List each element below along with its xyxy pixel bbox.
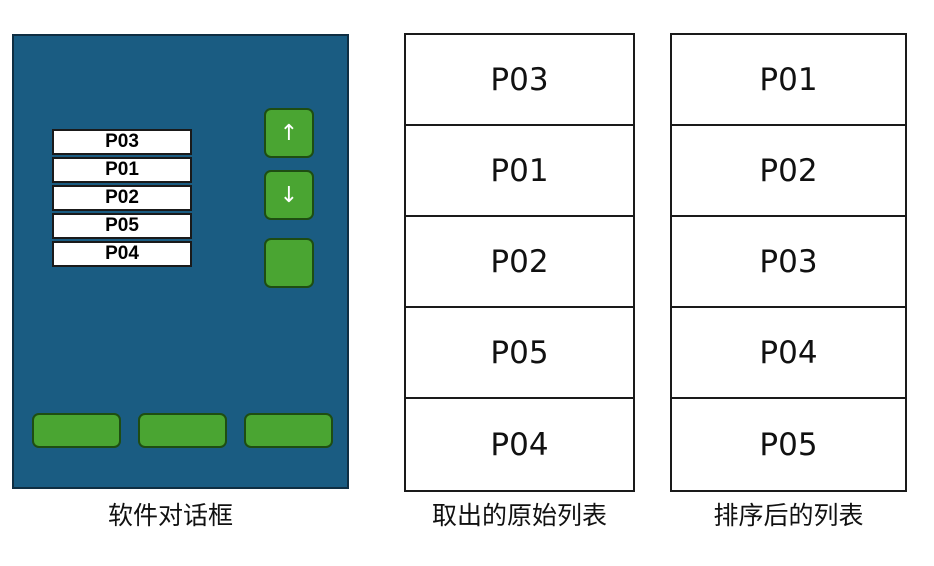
- original-list: P03 P01 P02 P05 P04: [404, 33, 635, 492]
- sorted-list-item: P04: [672, 308, 905, 399]
- move-down-button[interactable]: ↓: [264, 170, 314, 220]
- original-list-item: P04: [490, 426, 549, 463]
- sorted-list: P01 P02 P03 P04 P05: [670, 33, 907, 492]
- bottom-button-1[interactable]: [32, 413, 121, 448]
- dialog-list-item[interactable]: P02: [52, 185, 192, 211]
- bottom-button-2[interactable]: [138, 413, 227, 448]
- original-list-item: P05: [406, 308, 633, 399]
- extra-action-button[interactable]: [264, 238, 314, 288]
- arrow-down-icon: ↓: [279, 182, 299, 208]
- arrow-up-icon: ↑: [279, 120, 299, 146]
- sorted-list-item: P01: [672, 35, 905, 126]
- dialog-list-item[interactable]: P01: [52, 157, 192, 183]
- sorted-list-item: P03: [672, 217, 905, 308]
- dialog-list-item[interactable]: P03: [52, 129, 192, 155]
- move-up-button[interactable]: ↑: [264, 108, 314, 158]
- original-list-item: P02: [406, 217, 633, 308]
- sorted-list-item: P05: [759, 426, 818, 463]
- original-list-caption: 取出的原始列表: [431, 501, 607, 530]
- dialog-list-item[interactable]: P04: [52, 241, 192, 267]
- bottom-button-3[interactable]: [244, 413, 333, 448]
- sorted-list-caption: 排序后的列表: [713, 501, 864, 530]
- software-dialog: P03 P01 P02 P05 P04 ↑ ↓: [12, 34, 349, 489]
- sorted-list-item: P02: [672, 126, 905, 217]
- dialog-caption: 软件对话框: [107, 501, 233, 530]
- original-list-item: P03: [406, 35, 633, 126]
- dialog-list[interactable]: P03 P01 P02 P05 P04: [52, 129, 192, 269]
- original-list-item: P01: [406, 126, 633, 217]
- dialog-list-item[interactable]: P05: [52, 213, 192, 239]
